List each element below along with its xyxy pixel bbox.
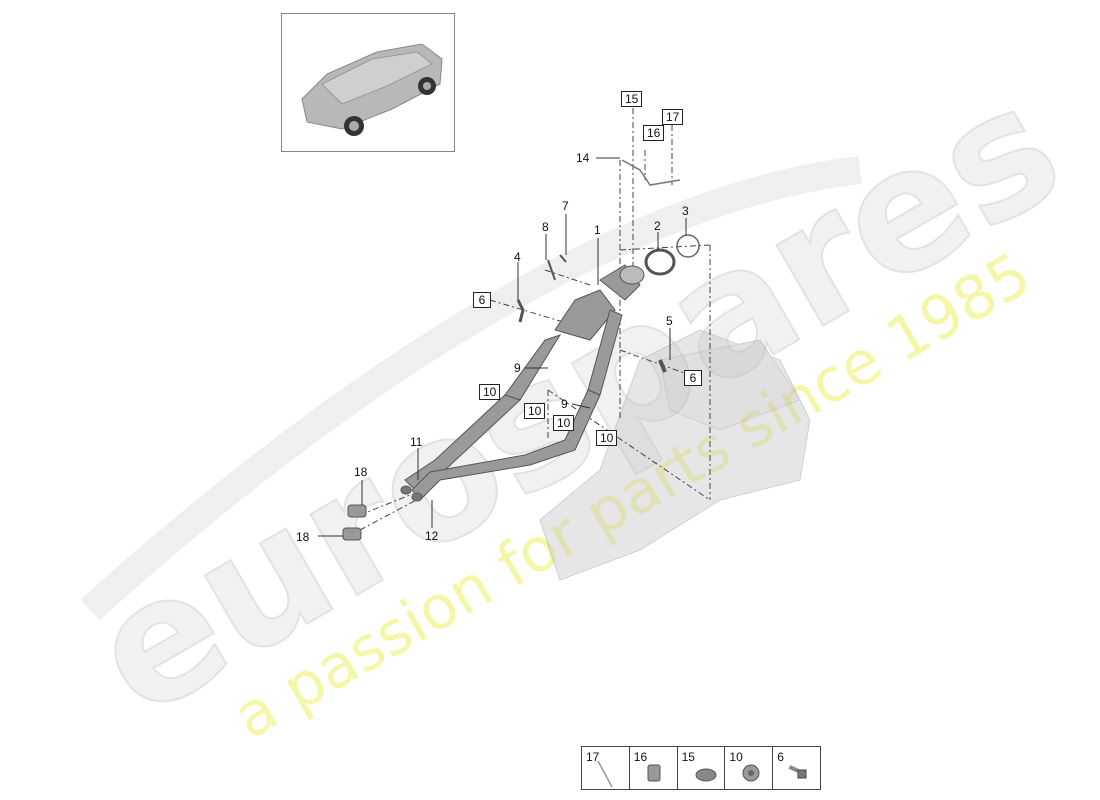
- callout-boxed-6a: 6: [473, 292, 491, 308]
- callout-18a: 18: [354, 465, 368, 479]
- callout-boxed-10a: 10: [479, 384, 501, 400]
- callout-4: 4: [514, 250, 521, 264]
- callout-14: 14: [576, 151, 590, 165]
- callout-boxed-10c: 10: [553, 415, 575, 431]
- callout-8: 8: [542, 220, 549, 234]
- clip-icon: [647, 764, 661, 782]
- callout-5: 5: [666, 314, 673, 328]
- wire-tie-icon: [597, 760, 613, 788]
- callout-3: 3: [682, 204, 689, 218]
- callout-12: 12: [425, 529, 439, 543]
- legend-item-16: 16: [630, 747, 678, 789]
- callout-boxed-17: 17: [662, 109, 684, 125]
- callout-boxed-6b: 6: [684, 370, 702, 386]
- bolt-icon: [788, 765, 807, 779]
- engine-gearbox: [539, 329, 811, 581]
- callout-18b: 18: [296, 530, 310, 544]
- callout-boxed-10d: 10: [596, 430, 618, 446]
- hardware-legend: 17 16 15 10 6: [581, 746, 821, 790]
- legend-item-17: 17: [582, 747, 630, 789]
- callout-boxed-15: 15: [621, 91, 643, 107]
- callout-7: 7: [562, 199, 569, 213]
- callout-11: 11: [410, 435, 423, 449]
- nut-icon: [742, 764, 760, 782]
- callout-boxed-16: 16: [643, 125, 665, 141]
- callout-boxed-10b: 10: [524, 403, 546, 419]
- vehicle-thumbnail: [281, 13, 455, 152]
- cable-holder-icon: [695, 768, 717, 782]
- legend-item-15: 15: [678, 747, 726, 789]
- legend-item-6: 6: [773, 747, 820, 789]
- callout-9a: 9: [514, 361, 521, 375]
- callout-9b: 9: [561, 397, 568, 411]
- callout-2: 2: [654, 219, 661, 233]
- legend-item-10: 10: [725, 747, 774, 789]
- callout-1: 1: [594, 223, 601, 237]
- car-icon: [301, 43, 443, 136]
